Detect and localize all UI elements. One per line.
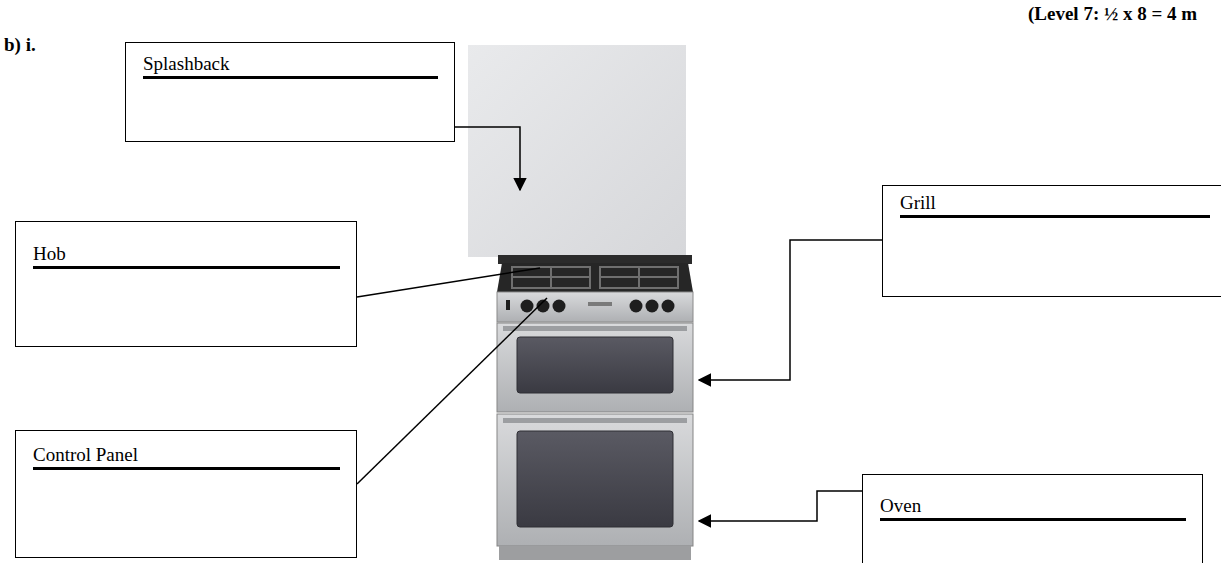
control-knobs xyxy=(506,300,675,313)
answer-box: Hob xyxy=(15,221,357,347)
leader-line xyxy=(455,127,520,190)
answer-box: Splashback xyxy=(125,42,455,142)
answer-box: Oven xyxy=(862,474,1203,563)
back-rail xyxy=(498,255,692,264)
hob-top xyxy=(497,263,693,292)
part-name: Grill xyxy=(900,192,1210,218)
grill-window xyxy=(517,337,673,393)
brand-badge xyxy=(588,302,612,306)
oven-handle xyxy=(503,418,687,423)
leader-line xyxy=(699,491,862,521)
hob-grates xyxy=(512,267,678,288)
grill-handle xyxy=(503,326,687,331)
splashback-panel xyxy=(468,45,686,257)
part-name: Control Panel xyxy=(33,444,340,470)
oven-window xyxy=(517,431,673,527)
part-name: Hob xyxy=(33,243,340,269)
part-name: Oven xyxy=(880,495,1186,521)
plinth xyxy=(499,546,691,560)
leader-line xyxy=(357,268,540,297)
answer-box: Control Panel xyxy=(15,430,357,558)
leader-line xyxy=(357,298,547,484)
part-name: Splashback xyxy=(143,53,438,79)
answer-box: Grill xyxy=(882,185,1221,297)
leader-line xyxy=(699,240,882,380)
oven-door xyxy=(497,414,693,546)
grill-door xyxy=(497,323,693,412)
question-number: b) i. xyxy=(4,34,36,56)
mark-scheme-note: (Level 7: ½ x 8 = 4 m xyxy=(1028,3,1197,25)
